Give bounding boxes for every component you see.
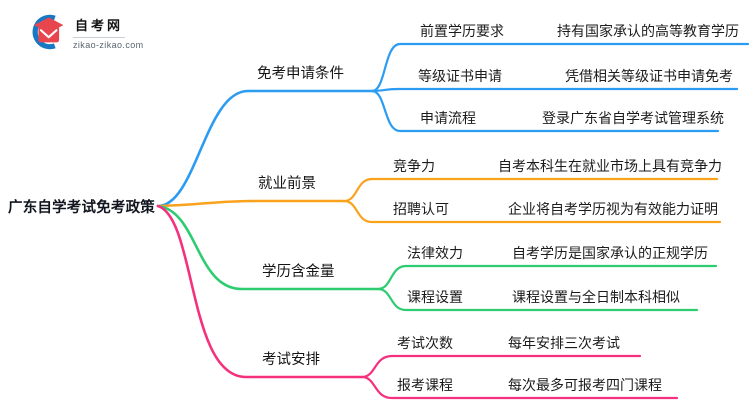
leaf-value: 持有国家承认的高等教育学历 xyxy=(557,23,739,39)
leaf-label: 法律效力 xyxy=(407,245,463,261)
branch-line-sub-3-1 xyxy=(376,264,718,291)
branch-lines-exam-schedule xyxy=(156,204,679,400)
leaf-value: 登录广东省自学考试管理系统 xyxy=(542,110,724,126)
logo-domain: zikao-zikao.com xyxy=(73,39,144,50)
branch-lines-exemption-conditions xyxy=(156,42,750,208)
leaf-value: 课程设置与全日制本科相似 xyxy=(512,289,680,305)
leaf-label: 前置学历要求 xyxy=(420,23,504,39)
root-node: 广东自学考试免考政策 xyxy=(8,200,155,216)
branch-line-main-2 xyxy=(156,199,346,208)
leaf-value: 自考本科生在就业市场上具有竞争力 xyxy=(498,158,722,174)
leaf-label: 招聘认可 xyxy=(393,201,449,217)
leaf-label: 申请流程 xyxy=(420,110,476,126)
leaf-label: 课程设置 xyxy=(407,289,463,305)
leaf-label: 报考课程 xyxy=(397,377,453,393)
branch-node-degree-value: 学历含金量 xyxy=(262,264,335,280)
branch-lines-degree-value xyxy=(156,204,718,312)
branch-line-sub-4-2 xyxy=(360,375,679,400)
leaf-value: 企业将自考学历视为有效能力证明 xyxy=(508,201,718,217)
leaf-label: 竞争力 xyxy=(393,158,435,174)
leaf-value: 每次最多可报考四门课程 xyxy=(508,377,662,393)
branch-line-sub-4-1 xyxy=(360,354,642,379)
branch-line-main-4 xyxy=(156,204,364,379)
branch-line-sub-3-2 xyxy=(376,287,699,312)
branch-line-sub-1-3 xyxy=(370,89,720,133)
branch-line-sub-1-2 xyxy=(370,87,739,93)
branch-node-exemption-conditions: 免考申请条件 xyxy=(257,66,344,82)
branch-line-main-3 xyxy=(156,204,380,291)
leaf-value: 自考学历是国家承认的正规学历 xyxy=(512,245,708,261)
branch-node-employment: 就业前景 xyxy=(258,176,316,192)
site-logo[interactable]: 自考网 zikao-zikao.com xyxy=(28,13,144,51)
leaf-label: 等级证书申请 xyxy=(418,68,502,84)
branch-line-main-1 xyxy=(156,89,374,208)
branch-line-sub-2-1 xyxy=(342,177,719,203)
branch-lines-employment xyxy=(156,177,722,224)
logo-text: 自考网 zikao-zikao.com xyxy=(73,15,144,50)
logo-title: 自考网 xyxy=(73,15,126,38)
leaf-value: 凭借相关等级证书申请免考 xyxy=(565,68,733,84)
leaf-value: 每年安排三次考试 xyxy=(508,335,620,351)
branch-line-sub-1-1 xyxy=(370,42,750,93)
graduation-cap-icon xyxy=(32,14,64,50)
branch-node-exam-schedule: 考试安排 xyxy=(262,352,320,368)
branch-line-sub-2-2 xyxy=(342,199,722,224)
leaf-label: 考试次数 xyxy=(397,335,453,351)
